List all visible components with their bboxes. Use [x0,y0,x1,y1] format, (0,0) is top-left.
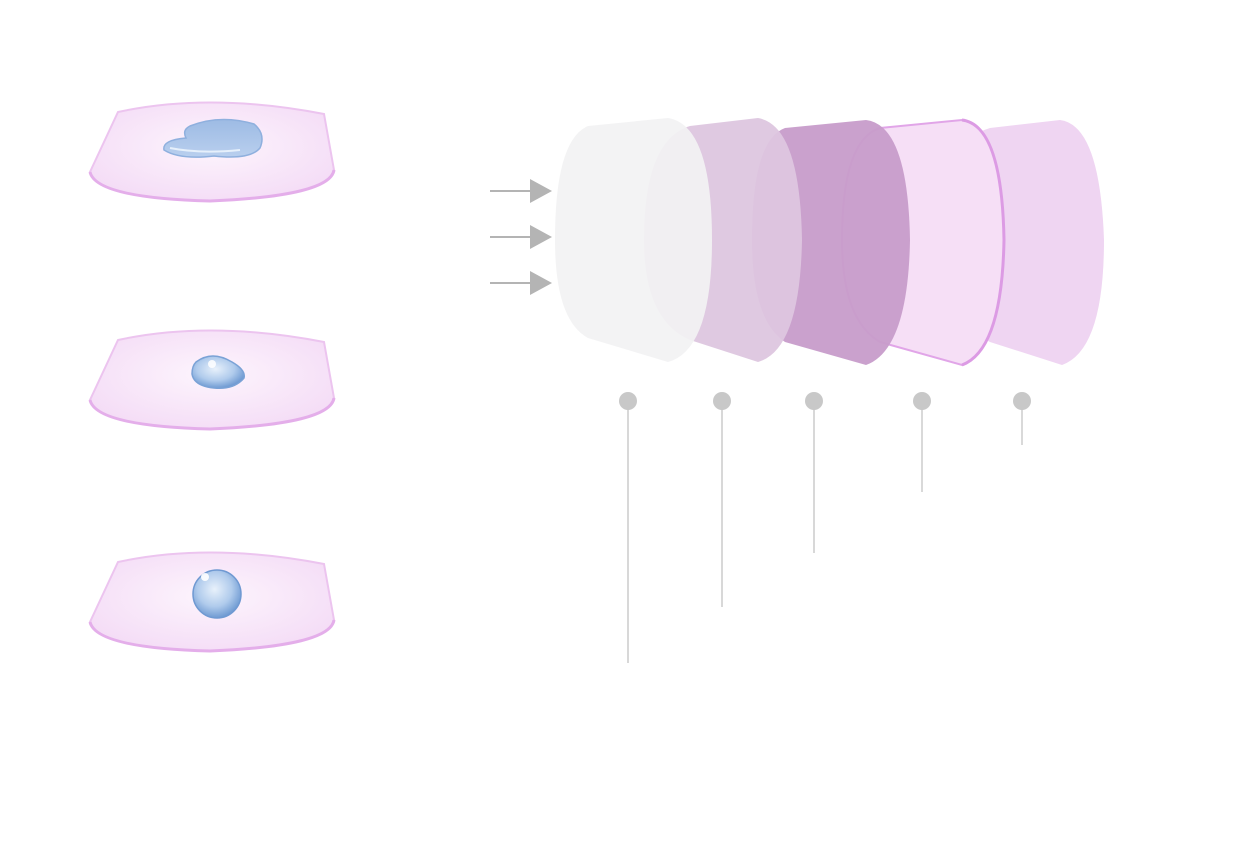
leader-layer-4 [913,392,931,492]
leader-dot [713,392,731,410]
layer-stack [555,118,1104,367]
leader-layer-1 [619,392,637,663]
leader-dot [913,392,931,410]
water-puddle-icon [163,118,263,158]
water-sphere-icon [192,569,242,619]
puddle-highlight [169,147,241,153]
leader-dot [619,392,637,410]
layer-1 [555,118,712,362]
layer-4-rim [961,118,1006,367]
leader-layer-3 [805,392,823,553]
arrow-icon [490,271,552,295]
bead-highlight [208,360,216,368]
leader-dot [805,392,823,410]
dish-rim [88,169,336,203]
sphere-highlight [201,573,209,581]
dish-rim [88,397,336,431]
incoming-arrows [490,179,552,295]
water-bead-icon [191,355,245,390]
arrow-icon [490,225,552,249]
leader-layer-5 [1013,392,1031,445]
dish-round-bead [88,551,336,653]
leader-dot [1013,392,1031,410]
dish-spread-droplet [88,101,336,203]
leader-layer-2 [713,392,731,607]
arrow-icon [490,179,552,203]
dish-rim [88,619,336,653]
dish-small-bead [88,329,336,431]
leader-lines [619,392,1031,663]
